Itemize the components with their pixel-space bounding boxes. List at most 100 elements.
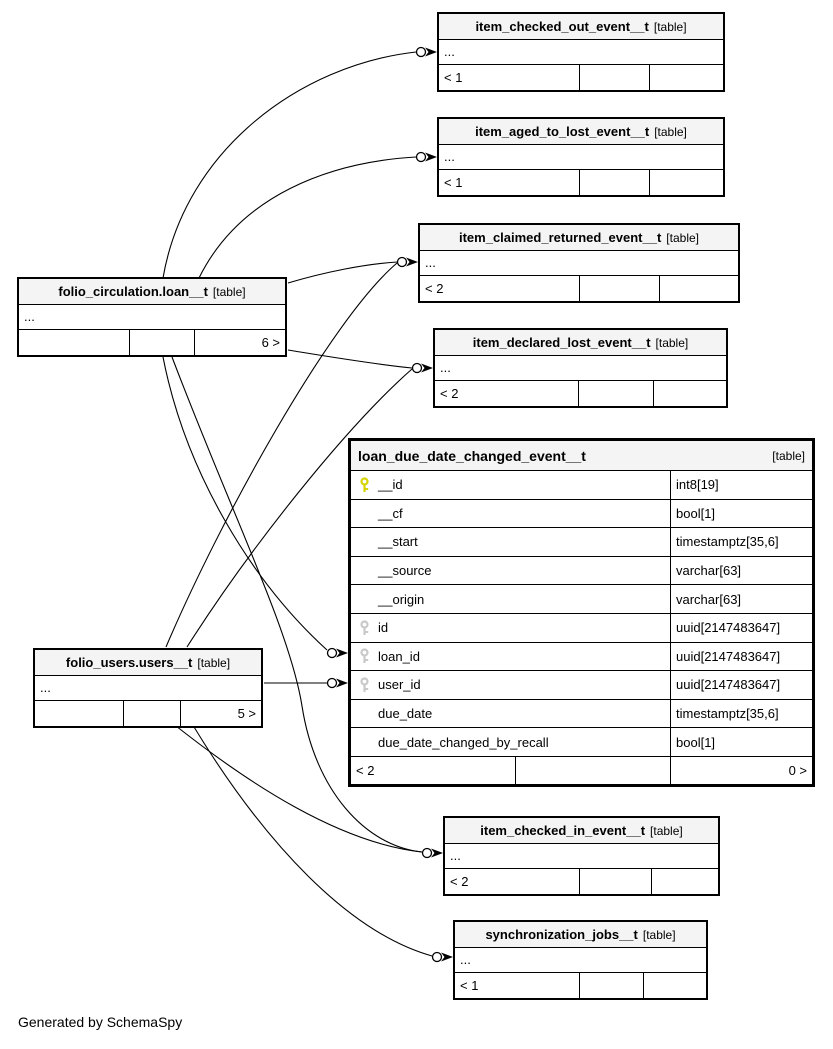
table-item-checked-out-event[interactable]: item_checked_out_event__t [table] ... < …: [437, 12, 725, 92]
table-footer: 5 >: [35, 701, 261, 726]
table-loan-due-date-changed-event[interactable]: loan_due_date_changed_event__t [table] _…: [348, 438, 815, 787]
column-name: __cf: [378, 505, 403, 521]
column-row[interactable]: due_date_changed_by_recall bool[1]: [351, 728, 812, 757]
table-tag: [table]: [197, 655, 231, 670]
column-name: due_date: [378, 706, 433, 722]
table-footer: < 1: [455, 973, 706, 998]
degree-out: 5 >: [237, 706, 256, 721]
table-header[interactable]: item_claimed_returned_event__t [table]: [420, 225, 738, 251]
column-row[interactable]: __cf bool[1]: [351, 499, 812, 529]
degree-out: [650, 170, 723, 195]
column-row[interactable]: __id int8[19]: [351, 471, 812, 500]
relationship-edge: [162, 356, 328, 651]
footer-spacer: [124, 701, 181, 726]
table-tag: [table]: [212, 284, 246, 299]
table-item-declared-lost-event[interactable]: item_declared_lost_event__t [table] ... …: [433, 328, 728, 408]
degree-out: [652, 869, 718, 894]
column-type: bool[1]: [676, 505, 716, 521]
edge-endpoint: [326, 647, 348, 659]
column-type: timestamptz[35,6]: [676, 534, 779, 550]
table-item-aged-to-lost-event[interactable]: item_aged_to_lost_event__t [table] ... <…: [437, 117, 725, 197]
edge-endpoint: [326, 677, 348, 689]
column-type: uuid[2147483647]: [676, 648, 781, 664]
collapsed-columns: ...: [19, 305, 285, 330]
column-name: id: [378, 620, 389, 636]
edge-endpoint: [421, 847, 443, 859]
table-name: item_checked_in_event__t: [480, 823, 646, 838]
table-name: loan_due_date_changed_event__t: [358, 447, 586, 464]
column-row[interactable]: due_date timestamptz[35,6]: [351, 699, 812, 729]
collapsed-columns: ...: [455, 948, 706, 973]
column-row[interactable]: loan_id uuid[2147483647]: [351, 642, 812, 672]
degree-in: < 1: [455, 973, 580, 998]
degree-in: < 1: [439, 170, 580, 195]
footer-spacer: [580, 869, 652, 894]
table-item-claimed-returned-event[interactable]: item_claimed_returned_event__t [table] .…: [418, 223, 740, 303]
table-synchronization-jobs[interactable]: synchronization_jobs__t [table] ... < 1: [453, 920, 708, 1000]
table-header[interactable]: folio_circulation.loan__t [table]: [19, 279, 285, 305]
column-name: due_date_changed_by_recall: [378, 734, 549, 750]
table-header[interactable]: loan_due_date_changed_event__t [table]: [351, 441, 812, 471]
degree-out: 0 >: [788, 762, 807, 778]
table-header[interactable]: item_checked_out_event__t [table]: [439, 14, 723, 40]
table-tag: [table]: [654, 124, 687, 139]
table-footer: < 2: [435, 381, 726, 406]
column-type: bool[1]: [676, 734, 716, 750]
table-footer: < 1: [439, 65, 723, 90]
table-name: item_checked_out_event__t: [475, 19, 649, 34]
column-name: user_id: [378, 677, 421, 693]
relationship-edge: [165, 262, 398, 648]
foreign-key-icon: [360, 648, 369, 664]
table-tag: [table]: [666, 230, 699, 245]
edge-endpoint: [415, 46, 437, 58]
table-name: item_aged_to_lost_event__t: [475, 124, 650, 139]
footer-spacer: [579, 381, 654, 406]
column-row[interactable]: id uuid[2147483647]: [351, 613, 812, 643]
column-row[interactable]: __origin varchar[63]: [351, 585, 812, 614]
generated-by-note: Generated by SchemaSpy: [18, 1014, 183, 1030]
table-header[interactable]: folio_users.users__t [table]: [35, 650, 261, 676]
degree-out: [644, 973, 706, 998]
foreign-key-icon: [360, 677, 369, 692]
column-row[interactable]: user_id uuid[2147483647]: [351, 671, 812, 700]
table-header[interactable]: item_aged_to_lost_event__t [table]: [439, 119, 723, 145]
table-header[interactable]: item_checked_in_event__t [table]: [445, 818, 718, 844]
edge-endpoints: [326, 46, 453, 963]
table-name: item_declared_lost_event__t: [472, 335, 651, 350]
relationship-edge: [162, 51, 417, 279]
table-folio-users-users[interactable]: folio_users.users__t [table] ... 5 >: [33, 648, 263, 728]
collapsed-columns: ...: [445, 844, 718, 869]
column-row[interactable]: __source varchar[63]: [351, 556, 812, 586]
table-folio-circulation-loan[interactable]: folio_circulation.loan__t [table] ... 6 …: [17, 277, 287, 357]
table-footer: < 2: [445, 869, 718, 894]
table-tag: [table]: [772, 448, 805, 463]
degree-in: < 2: [351, 756, 516, 784]
relationship-edge: [287, 349, 413, 369]
table-footer: 6 >: [19, 330, 285, 355]
foreign-key-icon: [360, 620, 369, 635]
column-type: uuid[2147483647]: [676, 620, 781, 636]
degree-in: [19, 330, 130, 355]
column-name: __origin: [378, 591, 425, 607]
table-header[interactable]: synchronization_jobs__t [table]: [455, 922, 706, 948]
column-type: timestamptz[35,6]: [676, 706, 779, 722]
table-header[interactable]: item_declared_lost_event__t [table]: [435, 330, 726, 356]
table-footer: < 2 0 >: [351, 756, 812, 784]
collapsed-columns: ...: [35, 676, 261, 701]
footer-spacer: [580, 276, 660, 301]
column-name: loan_id: [378, 648, 420, 664]
table-footer: < 1: [439, 170, 723, 195]
table-item-checked-in-event[interactable]: item_checked_in_event__t [table] ... < 2: [443, 816, 720, 896]
table-name: item_claimed_returned_event__t: [458, 230, 662, 245]
relationship-edge: [287, 261, 398, 284]
edge-endpoint: [396, 256, 418, 268]
relationship-edge: [190, 721, 433, 957]
table-name: folio_users.users__t: [65, 655, 193, 670]
degree-in: < 1: [439, 65, 580, 90]
column-row[interactable]: __start timestamptz[35,6]: [351, 528, 812, 557]
relationship-edge: [198, 156, 417, 279]
edge-endpoint: [411, 362, 433, 374]
footer-spacer: [580, 973, 644, 998]
